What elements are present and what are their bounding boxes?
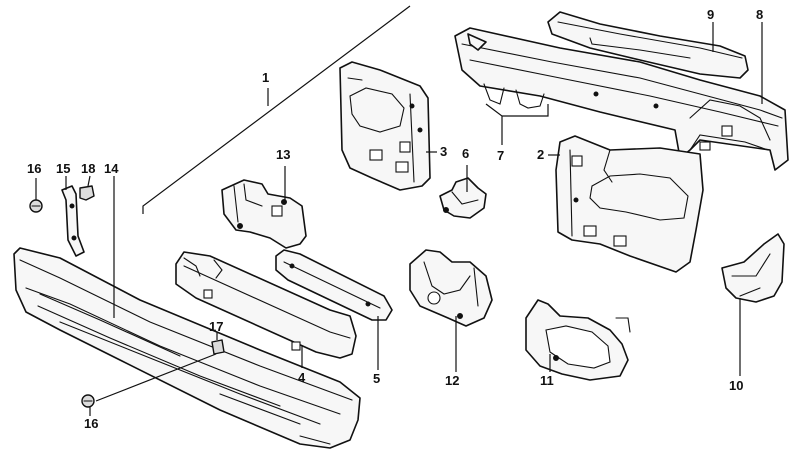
bracket-15 — [61, 185, 85, 257]
front-panel-upper — [454, 27, 789, 171]
callout-16-bottom: 16 — [84, 416, 99, 431]
callout-7: 7 — [497, 148, 505, 163]
callout-5: 5 — [373, 371, 381, 386]
side-panel-2 — [555, 135, 704, 273]
clip-17 — [211, 339, 225, 355]
bumper-14 — [13, 247, 361, 449]
screw-16b — [81, 394, 95, 408]
headlight-bracket-12 — [409, 249, 493, 327]
callout-9: 9 — [707, 7, 715, 22]
bumper-carrier-4 — [175, 251, 357, 359]
callout-11: 11 — [540, 373, 554, 388]
callout-12: 12 — [445, 373, 460, 388]
leader-lines — [35, 22, 763, 416]
callout-18: 18 — [81, 161, 96, 176]
screw-16a — [29, 199, 43, 213]
callout-14: 14 — [104, 161, 119, 176]
corner-bracket-10 — [721, 233, 785, 303]
support-bar-5 — [275, 249, 393, 321]
callout-8: 8 — [756, 7, 764, 22]
callout-2: 2 — [537, 147, 545, 162]
assembly-bracket-line — [142, 5, 411, 214]
callout-10: 10 — [729, 378, 744, 393]
callout-6: 6 — [462, 146, 470, 161]
callout-15: 15 — [56, 161, 71, 176]
clip-18 — [79, 185, 95, 201]
callout-3: 3 — [440, 144, 448, 159]
callout-16-top: 16 — [27, 161, 42, 176]
side-panel-3 — [339, 61, 431, 191]
callout-1: 1 — [262, 70, 270, 85]
callout-13: 13 — [276, 147, 291, 162]
reinforcement-strip-9 — [547, 11, 749, 79]
callout-4: 4 — [298, 370, 306, 385]
bracket-13 — [221, 179, 307, 249]
bracket-6 — [439, 177, 487, 219]
callout-17: 17 — [209, 319, 224, 334]
headlight-frame-11 — [525, 299, 631, 381]
